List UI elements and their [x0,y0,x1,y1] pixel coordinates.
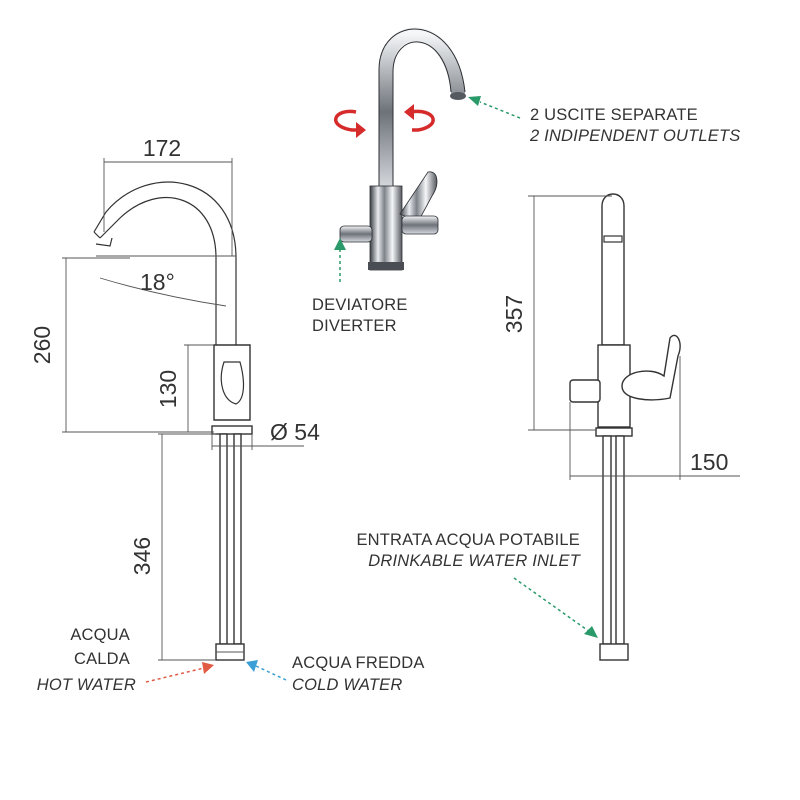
dim-total-height: 260 [29,257,214,433]
side-shank-right [615,435,625,645]
front-spout-tip [93,231,113,247]
product-photo [334,27,466,271]
photo-spout [379,27,465,197]
side-spout-band [603,235,623,243]
diverter-label-en: DIVERTER [312,317,397,335]
rotation-arrowhead-right [404,104,414,120]
front-view: 172 18° 260 130 Ø 54 [29,135,320,661]
front-shank-left [219,433,228,645]
dim-angle: 18° [96,255,236,307]
side-hose-nut [599,643,629,661]
inlet-label-it: ENTRATA ACQUA POTABILE [356,531,580,549]
hot-arrowhead [202,662,214,674]
dim-side-depth: 150 [569,356,740,480]
front-body [213,344,251,421]
photo-lever [399,171,438,223]
front-base-ring [211,425,253,435]
cold-label-en: COLD WATER [292,676,402,694]
outlets-label-en: 2 INDIPENDENT OUTLETS [529,127,740,145]
side-base-ring [595,427,633,437]
diverter-label-it: DEVIATORE [312,296,408,314]
inlet-arrow-line [513,577,591,633]
side-spout [601,193,625,346]
dim-346-value: 346 [129,537,155,575]
dim-spout-reach: 172 [103,135,233,256]
dim-side-height: 357 [501,195,612,431]
side-view: 357 150 [501,193,740,661]
dim-body-height: 130 [155,344,214,432]
hot-arrow-line [145,667,205,683]
dim-172-value: 172 [143,135,181,161]
hot-label-en: HOT WATER [37,676,136,694]
photo-spout-outlet [450,92,466,100]
outlets-label-it: 2 USCITE SEPARATE [530,106,698,124]
front-lever [220,361,245,405]
hot-label-it-1: ACQUA [70,626,130,644]
cold-arrowhead [246,660,258,672]
angle-arc [99,277,227,307]
photo-body [369,185,403,271]
inlet-callout: ENTRATA ACQUA POTABILE DRINKABLE WATER I… [356,531,598,638]
dim-260-value: 260 [29,326,55,364]
cold-label-it: ACQUA FREDDA [292,654,425,672]
dim-357-value: 357 [501,295,527,333]
inlet-label-en: DRINKABLE WATER INLET [368,552,581,570]
side-diverter-knob [569,379,601,403]
rotation-arrow-right [409,109,435,132]
dim-54-value: Ø 54 [270,419,320,445]
dim-150-value: 150 [690,449,728,475]
hot-water-callout: ACQUA CALDA HOT WATER [37,626,214,694]
cold-water-callout: ACQUA FREDDA COLD WATER [246,654,425,694]
dim-angle-value: 18° [140,269,175,295]
outlets-callout: 2 USCITE SEPARATE 2 INDIPENDENT OUTLETS [468,96,740,145]
front-spout [99,196,217,345]
photo-handle-right [401,215,439,235]
cold-arrow-line [255,665,287,681]
side-shank-left [602,435,612,645]
diverter-callout: DEVIATORE DIVERTER [312,238,408,335]
front-spout-inner [93,181,237,345]
front-shank-right [233,433,242,645]
rotation-arrow-left [334,109,358,132]
photo-spout-outline [378,28,466,190]
diverter-arrowhead [334,238,346,250]
outlets-arrowhead [468,96,481,106]
rotation-arrowhead-left [356,122,366,138]
dim-shank-length: 346 [129,433,216,661]
hot-label-it-2: CALDA [74,650,130,668]
photo-base [368,262,404,270]
outlets-arrow-line [479,101,521,119]
dim-base-diameter: Ø 54 [211,419,320,450]
side-lever [621,334,681,401]
photo-diverter-knob [339,225,373,243]
inlet-arrowhead [584,626,598,638]
dim-130-value: 130 [155,370,181,408]
